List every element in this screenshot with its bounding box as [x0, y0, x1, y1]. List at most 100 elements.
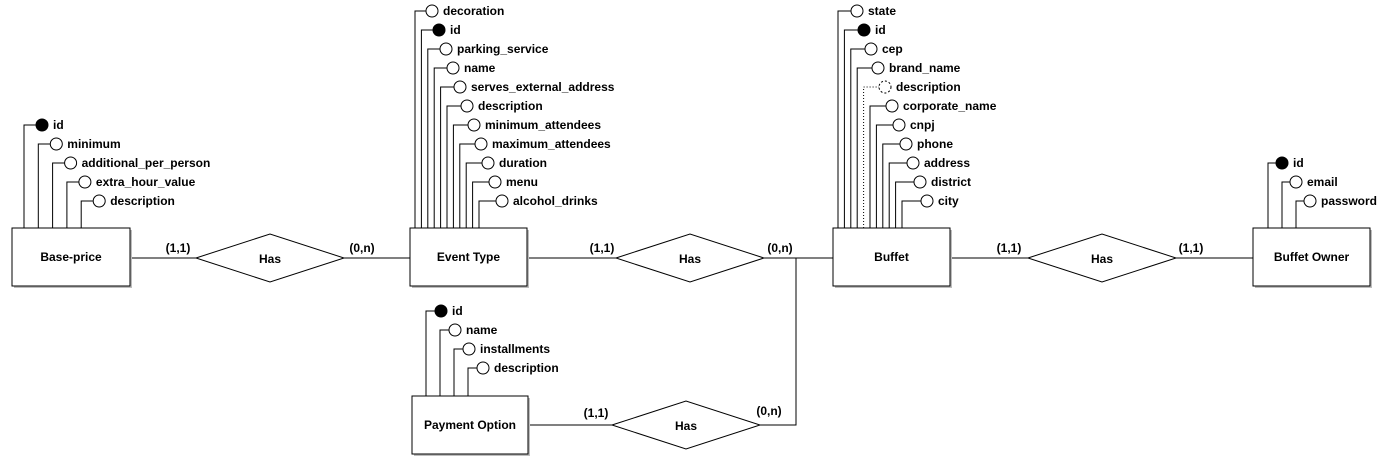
- attribute-marker: [850, 4, 864, 18]
- attribute-label: id: [53, 118, 64, 132]
- attribute-label: alcohol_drinks: [513, 194, 598, 208]
- entity-buffet: stateidcepbrand_namedescriptioncorporate…: [832, 4, 997, 288]
- relationship-diamond: [614, 233, 766, 283]
- cardinality-left: (1,1): [166, 241, 191, 255]
- attribute-marker: [495, 194, 509, 208]
- cardinality-right: (1,1): [1179, 241, 1204, 255]
- attribute-label: name: [466, 323, 498, 337]
- entity-box: [11, 227, 131, 287]
- attribute-connector: [414, 10, 426, 228]
- attribute-connector: [37, 143, 51, 228]
- entity-name: Base-price: [40, 250, 102, 264]
- attribute-connector: [446, 105, 461, 228]
- attribute-marker: [885, 99, 899, 113]
- attribute-label: cep: [882, 42, 903, 56]
- attribute-connector: [1267, 162, 1276, 228]
- attribute-label: decoration: [443, 4, 504, 18]
- relationship-diamond: [1026, 233, 1178, 283]
- relationship-name: Has: [1091, 252, 1113, 266]
- attribute-label: state: [868, 4, 896, 18]
- attribute-connector: [843, 29, 858, 228]
- attribute-connector: [1281, 181, 1290, 228]
- attribute-label: id: [1293, 156, 1304, 170]
- relationship-diamond: [610, 400, 762, 450]
- attribute-marker: [467, 118, 481, 132]
- attribute-label: extra_hour_value: [96, 175, 196, 189]
- cardinality-right: (0,n): [767, 241, 792, 255]
- attribute-marker: [871, 61, 885, 75]
- attribute-label: id: [450, 23, 461, 37]
- entity-name: Buffet: [874, 250, 909, 264]
- relationship-name: Has: [675, 419, 697, 433]
- attribute-marker: [920, 194, 934, 208]
- attribute-label: id: [452, 304, 463, 318]
- attribute-connector: [440, 86, 454, 228]
- attribute-marker: [906, 156, 920, 170]
- attribute-marker: [474, 137, 488, 151]
- relationship-line: [528, 258, 797, 426]
- cardinality-left: (1,1): [584, 406, 609, 420]
- attribute-label: corporate_name: [903, 99, 997, 113]
- attribute-marker: [864, 42, 878, 56]
- attribute-connector: [66, 181, 79, 228]
- attribute-connector: [882, 143, 900, 228]
- attribute-label: district: [931, 175, 971, 189]
- attribute-connector: [888, 162, 907, 228]
- attribute-label: duration: [499, 156, 547, 170]
- attribute-connector: [837, 10, 851, 228]
- attribute-connector: [420, 29, 433, 228]
- primary-key-marker: [857, 23, 871, 37]
- primary-key-marker: [1275, 156, 1289, 170]
- attribute-label: description: [478, 99, 543, 113]
- attribute-label: name: [464, 61, 496, 75]
- attribute-marker: [1289, 175, 1303, 189]
- attribute-label: parking_service: [457, 42, 549, 56]
- attribute-marker: [892, 118, 906, 132]
- attribute-connector: [850, 48, 865, 228]
- optional-attribute-marker: [878, 80, 892, 94]
- attribute-connector: [433, 67, 447, 228]
- entity-box: [832, 227, 951, 287]
- attribute-connector: [452, 124, 468, 228]
- attribute-connector: [478, 200, 496, 228]
- primary-key-marker: [434, 304, 448, 318]
- attribute-label: description: [494, 361, 559, 375]
- attribute-marker: [49, 137, 63, 151]
- attribute-marker: [453, 80, 467, 94]
- attribute-marker: [64, 156, 78, 170]
- attribute-connector: [472, 181, 489, 228]
- cardinality-right: (0,n): [349, 241, 374, 255]
- relationship-rel1: Has(1,1)(0,n): [166, 233, 375, 283]
- attribute-connector: [80, 200, 94, 228]
- attribute-label: id: [875, 23, 886, 37]
- attribute-connector: [439, 329, 449, 396]
- cardinality-right: (0,n): [756, 404, 781, 418]
- attribute-label: description: [110, 194, 175, 208]
- attribute-connector: [459, 143, 475, 228]
- attribute-marker: [78, 175, 92, 189]
- entity-name: Payment Option: [424, 418, 516, 432]
- attribute-label: installments: [480, 342, 550, 356]
- attribute-marker: [476, 361, 490, 375]
- attribute-marker: [913, 175, 927, 189]
- attribute-label: password: [1321, 194, 1377, 208]
- attribute-connector: [869, 105, 886, 228]
- relationship-rel3: Has(1,1)(1,1): [997, 233, 1204, 283]
- attribute-connector: [427, 48, 440, 228]
- entity-name: Buffet Owner: [1274, 250, 1350, 264]
- attribute-connector: [895, 181, 914, 228]
- attribute-label: phone: [917, 137, 953, 151]
- shape-layer: idminimumadditional_per_personextra_hour…: [11, 4, 1377, 456]
- attribute-label: serves_external_address: [471, 80, 615, 94]
- attribute-connector: [875, 124, 893, 228]
- attribute-label: minimum_attendees: [485, 118, 601, 132]
- attribute-connector: [467, 367, 477, 396]
- attribute-connector: [1295, 200, 1304, 228]
- attribute-label: menu: [506, 175, 538, 189]
- attribute-connector: [901, 200, 921, 228]
- attribute-label: description: [896, 80, 961, 94]
- attribute-connector: [465, 162, 482, 228]
